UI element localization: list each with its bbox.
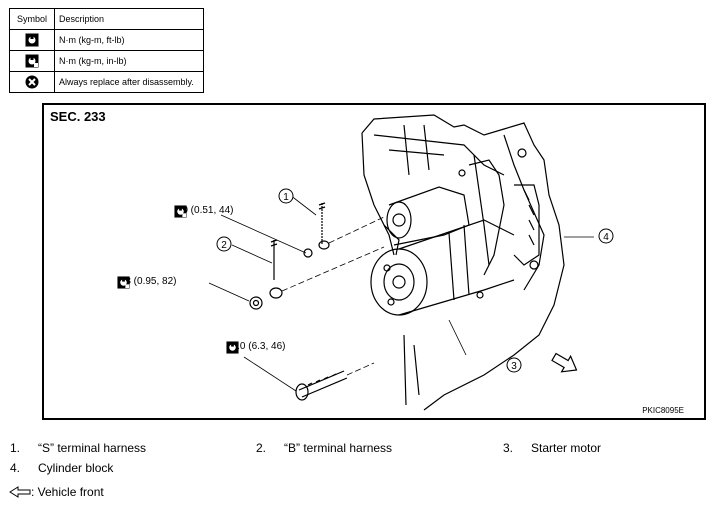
description-column-header: Description bbox=[54, 8, 204, 30]
symbol-table-header: Symbol Description bbox=[9, 8, 204, 30]
symbol-row: Always replace after disassembly. bbox=[9, 71, 204, 93]
torque-value: 5.0 (0.51, 44) bbox=[174, 205, 234, 216]
cylinder-block-drawing bbox=[361, 114, 565, 411]
diagram-frame: 1 2 3 4 SEC. 233 5.0 (0.51, 44) bbox=[42, 103, 706, 420]
figure-code: PKIC8095E bbox=[642, 406, 684, 415]
legend-item: 4.Cylinder block bbox=[10, 461, 114, 475]
vehicle-front-note: : Vehicle front bbox=[9, 485, 104, 499]
section-label: SEC. 233 bbox=[50, 109, 106, 124]
callout-1: 1 bbox=[278, 188, 294, 204]
vehicle-front-icon bbox=[9, 486, 31, 498]
starter-motor-drawing: 1 2 3 4 bbox=[208, 114, 614, 411]
torque-wrench-icon bbox=[226, 341, 239, 354]
legend-item: 2.“B” terminal harness bbox=[256, 441, 393, 455]
s-terminal-harness-drawing bbox=[303, 202, 330, 258]
callout-2-label: 2 bbox=[221, 240, 227, 251]
torque-spec-s-terminal: 5.0 (0.51, 44) bbox=[174, 205, 234, 218]
torque-spec-mounting-bolt: 62.0 (6.3, 46) bbox=[226, 341, 286, 354]
symbol-description: Always replace after disassembly. bbox=[54, 71, 204, 93]
legend-item: 3.Starter motor bbox=[503, 441, 602, 455]
symbol-column-header: Symbol bbox=[9, 8, 55, 30]
callout-1-label: 1 bbox=[283, 192, 289, 203]
symbol-table: Symbol Description N·m (kg-m, ft-lb) N·m… bbox=[9, 8, 204, 93]
callout-4-label: 4 bbox=[603, 232, 609, 243]
b-terminal-harness-drawing bbox=[249, 239, 283, 310]
callout-3-label: 3 bbox=[511, 361, 517, 372]
callout-2: 2 bbox=[216, 236, 232, 252]
torque-value: 9.3 (0.95, 82) bbox=[117, 276, 177, 287]
vehicle-front-arrow-icon bbox=[551, 352, 578, 373]
torque-spec-b-terminal: 9.3 (0.95, 82) bbox=[117, 276, 177, 289]
starter-motor-body bbox=[370, 159, 540, 316]
torque-wrench-small-icon bbox=[25, 54, 39, 68]
torque-value: 62.0 (6.3, 46) bbox=[226, 341, 286, 352]
mounting-bolt-drawing bbox=[295, 370, 348, 401]
vehicle-front-label: : Vehicle front bbox=[31, 485, 104, 499]
torque-wrench-small-icon bbox=[117, 276, 130, 289]
torque-wrench-small-icon bbox=[174, 205, 187, 218]
callout-3: 3 bbox=[506, 357, 522, 373]
callout-4: 4 bbox=[598, 228, 614, 244]
symbol-description: N·m (kg-m, in-lb) bbox=[54, 50, 204, 72]
torque-wrench-icon bbox=[25, 33, 39, 47]
symbol-row: N·m (kg-m, ft-lb) bbox=[9, 29, 204, 51]
symbol-description: N·m (kg-m, ft-lb) bbox=[54, 29, 204, 51]
legend-item: 1.“S” terminal harness bbox=[10, 441, 147, 455]
replace-icon bbox=[25, 75, 39, 89]
symbol-row: N·m (kg-m, in-lb) bbox=[9, 50, 204, 72]
